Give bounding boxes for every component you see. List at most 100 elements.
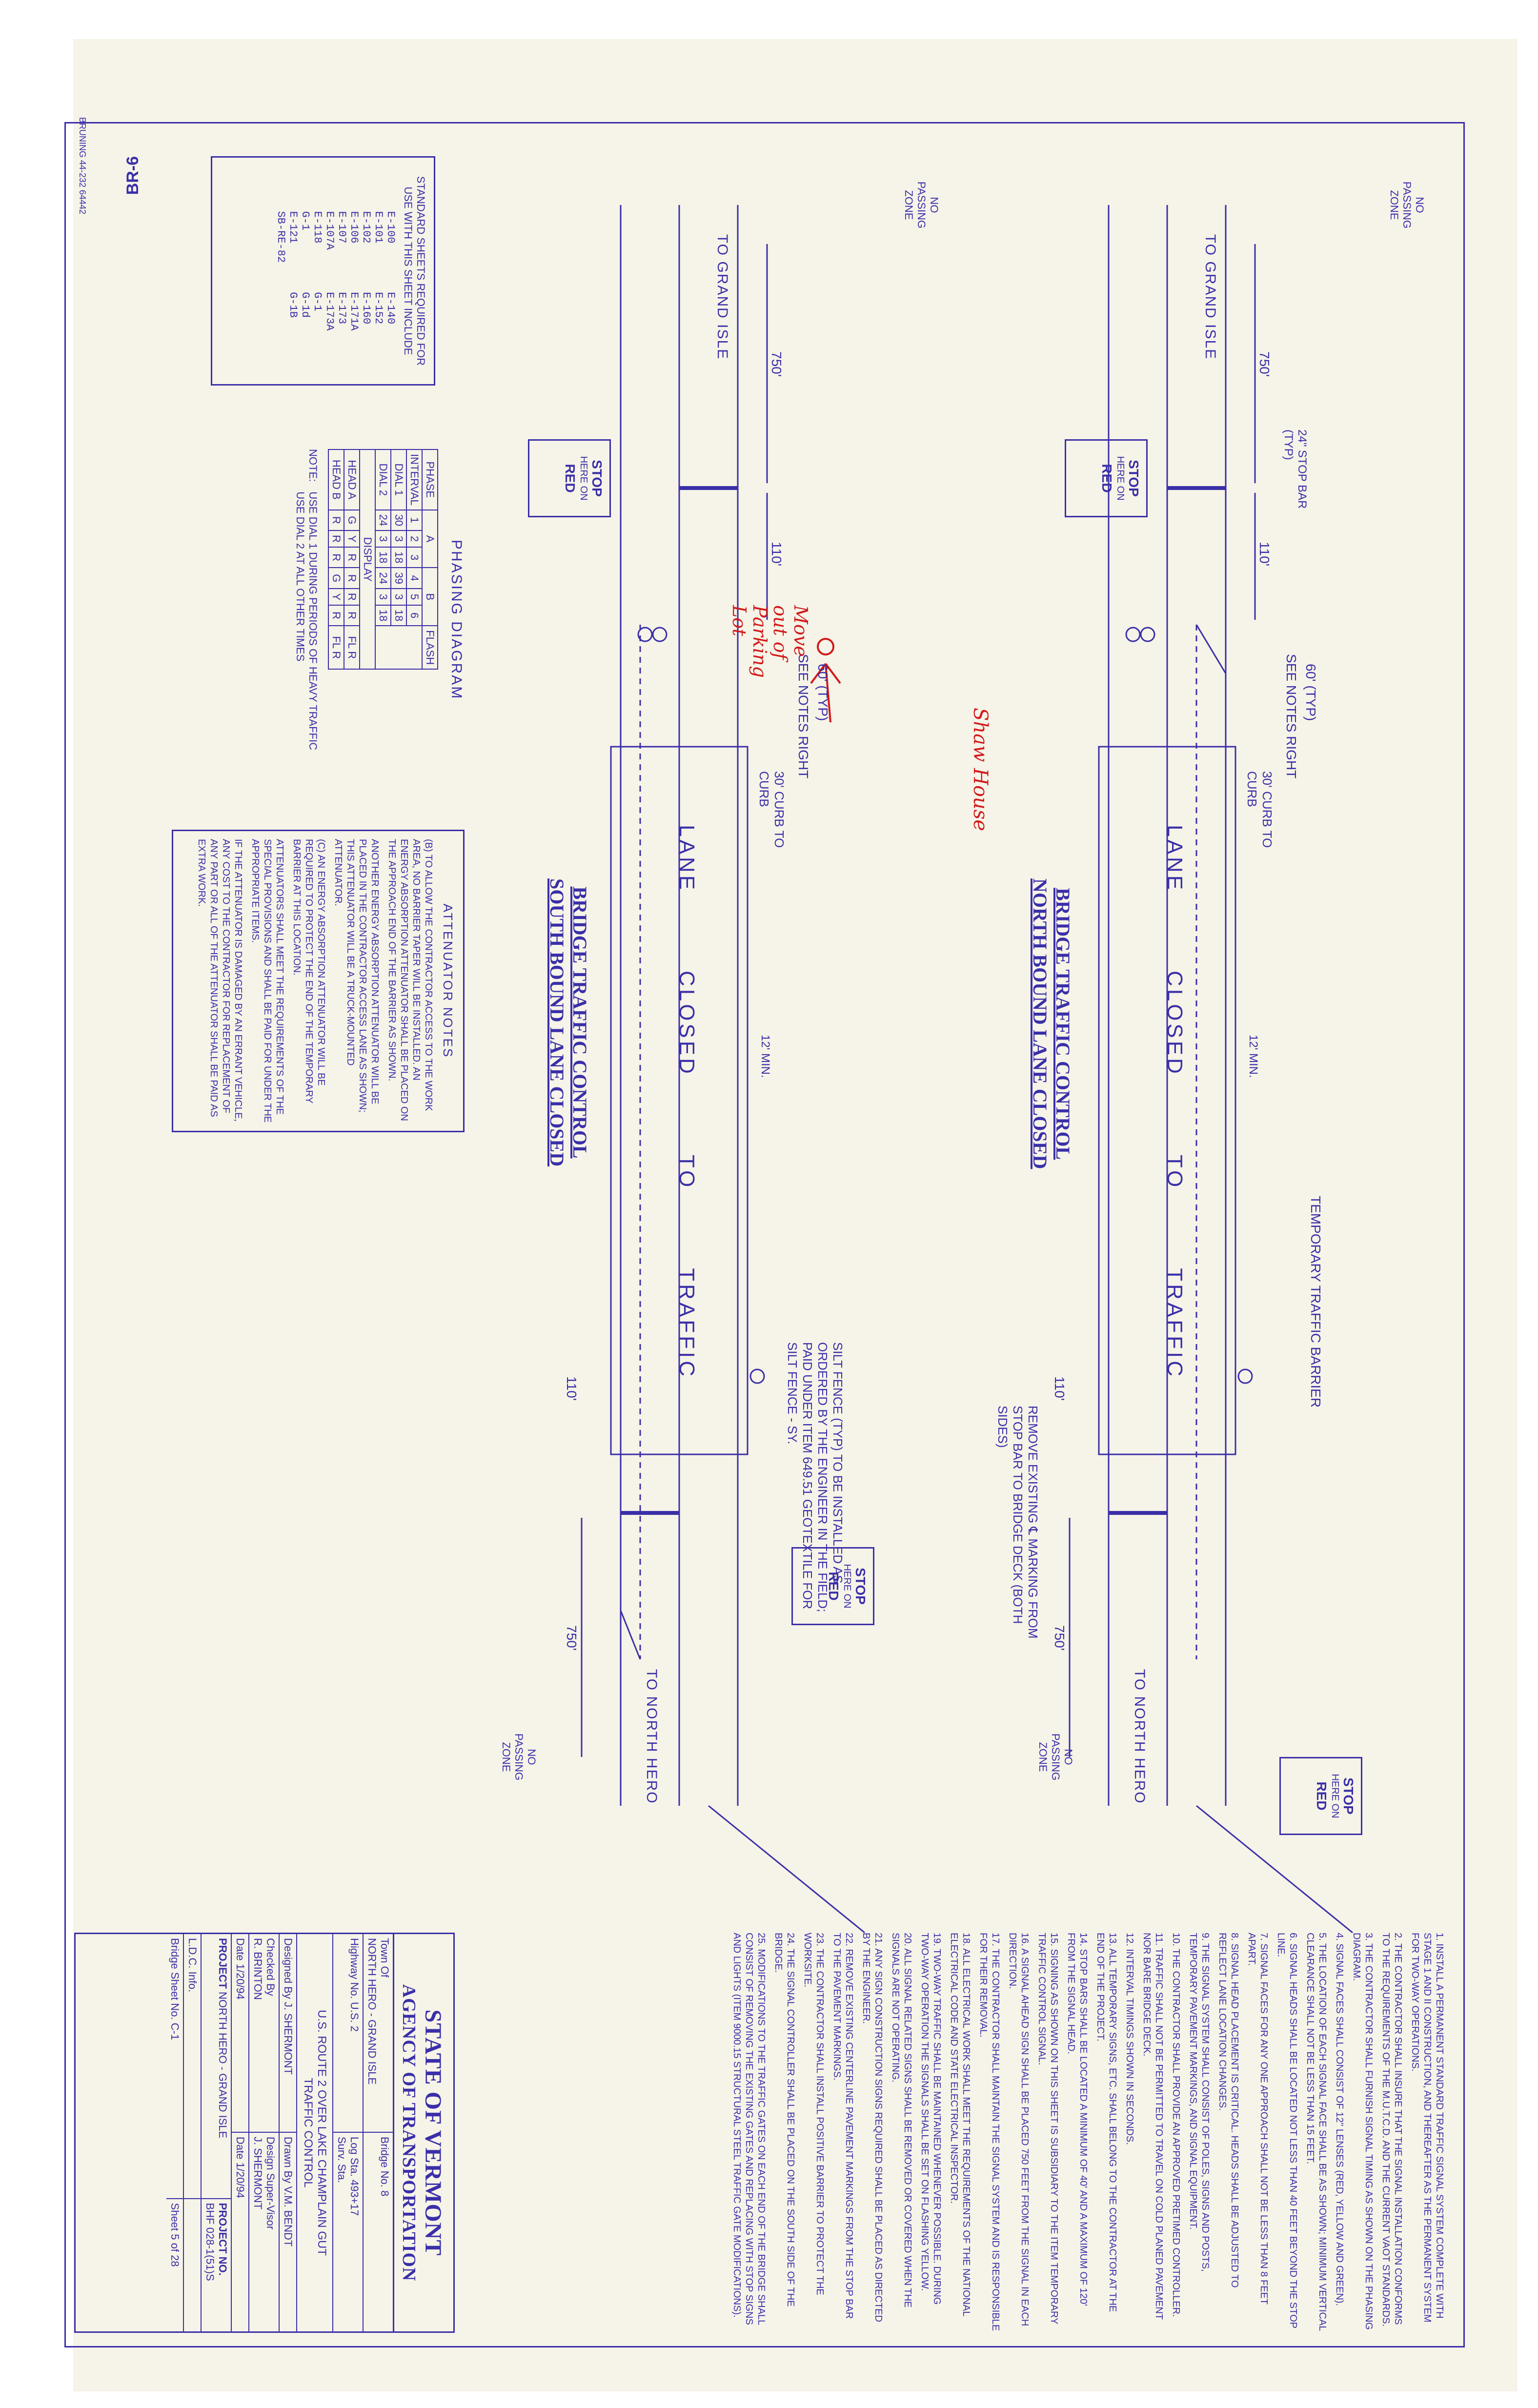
title-agency: AGENCY OF TRANSPORTATION: [393, 1934, 420, 2331]
stop-sign-3-line2: HERE ON: [1330, 1774, 1340, 1818]
dial2-cell: 18: [375, 547, 391, 568]
handwritten-move-note: Move out of Parking Lot: [729, 605, 811, 678]
town-value: NORTH HERO - GRAND ISLE: [366, 1938, 378, 2085]
general-note: 23. THE CONTRACTOR SHALL INSTALL POSITIV…: [802, 1933, 825, 2295]
north-dim-750-left: 750': [1257, 351, 1272, 377]
no-passing-2-line2: PASSING: [915, 181, 928, 229]
head-b-cell: R: [328, 510, 344, 531]
general-note: 24. THE SIGNAL CONTROLLER SHALL BE PLACE…: [773, 1933, 796, 2307]
general-note: 4. SIGNAL FACES SHALL CONSIST OF 12" LEN…: [1334, 1933, 1345, 2306]
no-passing-zone-3: NO PASSING ZONE: [500, 1728, 538, 1786]
stop-sign-3-line1: STOP: [1341, 1777, 1356, 1815]
stop-sign-1-line2: HERE ON: [1115, 456, 1126, 501]
sheet-count-cell: Sheet 5 of 28: [166, 2199, 183, 2331]
south-min12: 12' MIN.: [759, 1035, 772, 1078]
date1-label: Date: [234, 1938, 246, 1961]
north-dim-750-right: 750': [1052, 1625, 1067, 1651]
head-b-cell: R: [328, 547, 344, 568]
south-lane-word-3: TO: [675, 1154, 699, 1190]
south-plan-title: BRIDGE TRAFFIC CONTROL SOUTH BOUND LANE …: [546, 878, 591, 1166]
std-sheet-item: E-101: [372, 211, 384, 244]
dial2-cell: 24: [375, 510, 391, 531]
date1-cell: Date 1/20/94: [231, 1934, 248, 2133]
north-lane-word-3: TO: [1163, 1154, 1187, 1190]
drawn-label: Drawn By: [282, 2137, 294, 2184]
no-passing-zone-2: NO PASSING ZONE: [902, 176, 940, 234]
dial2-label: DIAL 2: [375, 449, 391, 510]
north-min12: 12' MIN.: [1247, 1035, 1260, 1078]
attenuator-note: ANOTHER ENERGY ABSORPTION ATTENUATOR WIL…: [333, 839, 380, 1113]
head-a-cell: G: [344, 510, 360, 531]
title-state: STATE OF VERMONT: [420, 2009, 446, 2256]
north-angle-line: [1196, 1805, 1353, 1934]
no-passing-3-line1: NO: [526, 1749, 538, 1765]
stop-here-sign-4: STOP HERE ON RED: [791, 1547, 874, 1625]
attenuator-notes-box: ATTENUATOR NOTES (B) TO ALLOW THE CONTRA…: [172, 830, 465, 1132]
general-note: 20. ALL SIGNAL RELATED SIGNS SHALL BE RE…: [890, 1933, 913, 2308]
bridge-sheet-label: Bridge Sheet No.: [169, 1938, 181, 2020]
phasing-note-label: NOTE:: [307, 449, 319, 482]
checked-cell: Checked By R. BRINTON: [248, 1934, 279, 2133]
north-signal-head-right: [1237, 1368, 1253, 1384]
highway-label: Highway No.: [348, 1938, 361, 1999]
stop-sign-1-line3: RED: [1099, 464, 1114, 493]
std-sheet-item: G-1B: [287, 292, 299, 318]
dial2-cell: 3: [375, 531, 391, 547]
no-passing-3-line3: ZONE: [500, 1742, 512, 1772]
south-dim-110-left: 110': [769, 542, 784, 566]
standard-sheets-box: STANDARD SHEETS REQUIRED FOR USE WITH TH…: [211, 156, 435, 386]
south-to-north-hero: TO NORTH HERO: [644, 1669, 660, 1804]
checked-value: R. BRINTON: [252, 1938, 264, 2000]
stop-sign-3-line3: RED: [1314, 1781, 1329, 1811]
log-sta-label: Log Sta.: [348, 2137, 361, 2177]
stop-sign-2-line1: STOP: [589, 460, 605, 497]
bridge-sheet-cell: Bridge Sheet No. C-1: [166, 1934, 183, 2199]
north-see-notes: SEE NOTES RIGHT: [1284, 654, 1299, 779]
north-taper: [1195, 624, 1227, 674]
north-lane-closed-text: LANE CLOSED TO TRAFFIC: [1162, 825, 1187, 1379]
no-passing-2-line3: ZONE: [903, 190, 915, 220]
general-note: 7. SIGNAL FACES FOR ANY ONE APPROACH SHA…: [1246, 1933, 1269, 2305]
interval-cell: 2: [406, 531, 422, 547]
general-note: 17. THE CONTRACTOR SHALL MAINTAIN THE SI…: [978, 1933, 1001, 2331]
general-note: 3. THE CONTRACTOR SHALL FURNISH SIGNAL T…: [1351, 1933, 1374, 2330]
south-to-grand-isle: TO GRAND ISLE: [714, 234, 730, 360]
no-passing-3-line2: PASSING: [513, 1733, 525, 1781]
std-sheet-item: G-1: [299, 211, 311, 231]
attenuator-note: (B) TO ALLOW THE CONTRACTOR ACCESS TO TH…: [386, 839, 434, 1121]
project-grid: PROJECT NORTH HERO - GRAND ISLE PROJECT …: [166, 1934, 231, 2331]
of-label: of: [169, 2243, 181, 2252]
project-no-cell: PROJECT NO. BHF 028-1(51)S: [201, 2199, 231, 2331]
checked-label: Checked By: [264, 1938, 277, 1996]
general-note: 21. ANY SIGN CONSTRUCTION SIGNS REQUIRED…: [861, 1933, 884, 2322]
south-signal-head-left-2: [637, 627, 653, 642]
general-note: 15. SIGNING AS SHOWN ON THIS SHEET IS SU…: [1036, 1933, 1059, 2325]
drawn-value: V.M. BENDT: [282, 2186, 294, 2247]
dial1-cell: 18: [391, 547, 406, 568]
drawing-sheet: [73, 39, 1518, 2391]
handwritten-shaw-house: Shaw House: [969, 708, 992, 831]
interval-label: INTERVAL: [406, 449, 422, 510]
std-sheet-item: E-107A: [324, 211, 336, 250]
std-sheet-item: E-107: [336, 211, 348, 244]
south-lane-word-2: CLOSED: [675, 970, 699, 1077]
south-lane-word-4: TRAFFIC: [675, 1268, 699, 1379]
south-signal-head-right: [749, 1368, 765, 1384]
interval-cell: 1: [406, 510, 422, 531]
log-sta-cell: Log Sta. 493+17 Surv. Sta.: [332, 2133, 363, 2331]
std-sheet-item: E-100: [384, 211, 397, 244]
attenuator-title: ATTENUATOR NOTES: [441, 903, 455, 1059]
dial2-cell: 18: [375, 605, 391, 626]
survey-label: Surv. Sta.: [336, 2137, 348, 2183]
hw-line-3: Parking: [749, 605, 770, 678]
bridge-sheet-value: C-1: [169, 2022, 181, 2041]
sheet-title: TRAFFIC CONTROL: [302, 2078, 315, 2188]
south-signal-head-left: [652, 627, 668, 642]
general-note: 19. TWO-WAY TRAFFIC SHALL BE MAINTAINED …: [919, 1933, 942, 2305]
project-no-value: BHF 028-1(51)S: [204, 2203, 216, 2281]
phasing-table: PHASE A B FLASH INTERVAL 1 2 3 4 5 6 DIA…: [328, 449, 438, 670]
stop-here-sign-3: STOP HERE ON RED: [1279, 1757, 1362, 1835]
dial1-cell: 39: [391, 568, 406, 589]
attenuator-note: (C) AN ENERGY ABSORPTION ATTENUATOR WILL…: [291, 839, 326, 1103]
general-note: 11. TRAFFIC SHALL NOT BE PERMITTED TO TR…: [1141, 1933, 1164, 2320]
